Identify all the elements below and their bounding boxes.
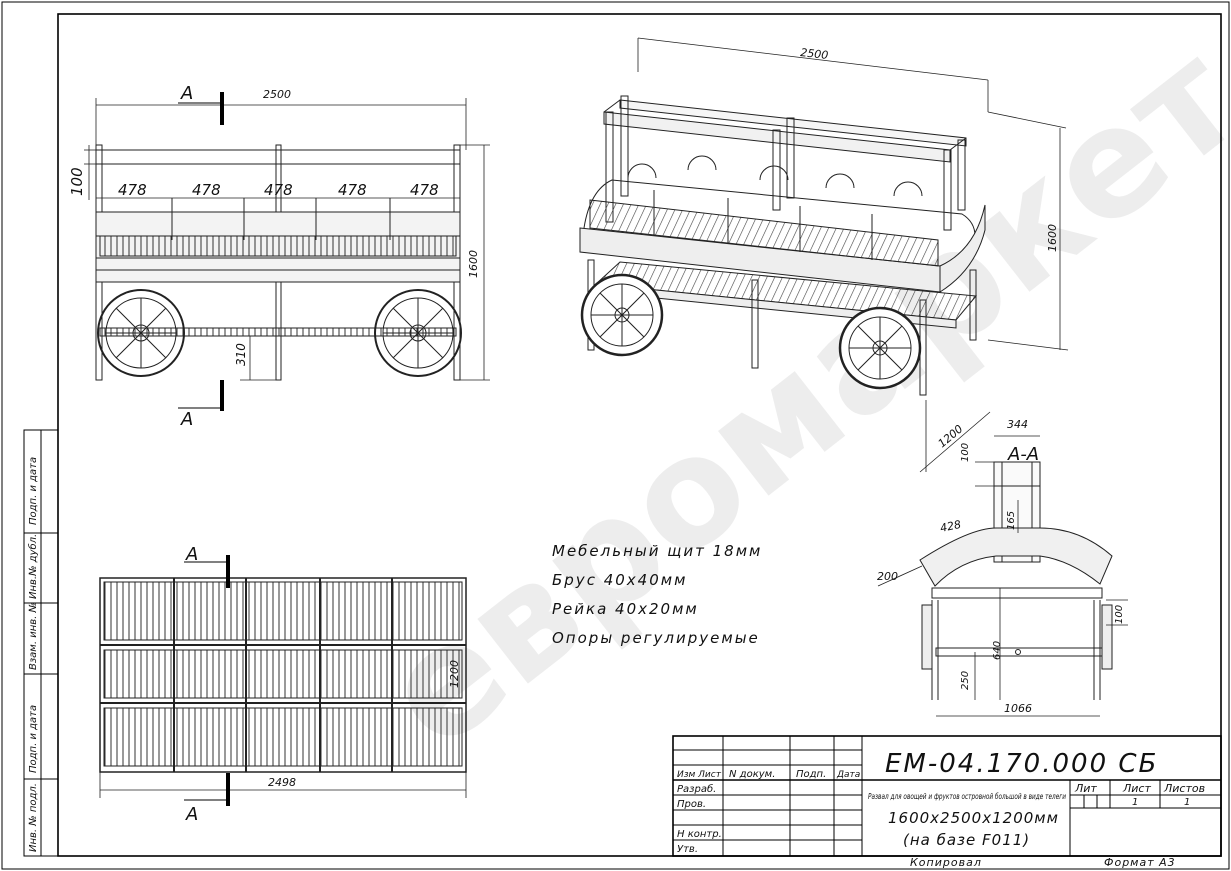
dim-sec-frame: 165 (1006, 511, 1017, 530)
tb-format: Формат А3 (1104, 856, 1176, 869)
dim-bay-2: 478 (192, 181, 221, 199)
tb-lit: Лит (1074, 782, 1097, 795)
tb-copied: Копировал (910, 856, 982, 869)
dim-iso-height: 1600 (1046, 224, 1059, 252)
side-label-3: Взам. инв. № (28, 602, 39, 670)
tb-utv: Утв. (677, 844, 698, 855)
tb-razrab: Разраб. (677, 783, 716, 795)
note-shield: Мебельный щит 18мм (552, 542, 763, 560)
section-letter-bottom: А (180, 409, 193, 430)
side-label-1: Подп. и дата (28, 457, 39, 525)
dim-sec-rim: 100 (1114, 605, 1125, 624)
section-mark-front (178, 92, 224, 411)
section-aa-title: А-А (1007, 444, 1039, 465)
iso-view (579, 37, 1069, 473)
dim-sec-side: 200 (877, 570, 898, 583)
section-letter-top: А (180, 83, 193, 104)
svg-text:евромаркет: евромаркет (353, 12, 1231, 783)
dim-sec-low: 250 (960, 671, 971, 690)
dim-bay-5: 478 (410, 181, 439, 199)
section-letter-plan-bottom: А (185, 804, 198, 825)
tb-listov: Листов (1163, 782, 1205, 795)
technical-notes: Мебельный щит 18мм Брус 40х40мм Рейка 40… (552, 537, 762, 653)
dim-sec-top: 100 (960, 443, 971, 462)
dim-front-clearance: 310 (234, 343, 248, 366)
watermark: евромаркет (353, 12, 1231, 783)
dim-front-width: 2500 (263, 88, 291, 101)
dim-front-height: 1600 (467, 250, 480, 278)
side-label-5: Инв. № подл. (28, 783, 39, 852)
tb-nkontr: Н контр. (677, 829, 722, 840)
tb-base: (на базе F011) (903, 831, 1030, 849)
dim-plan-depth: 1200 (448, 660, 461, 688)
dim-bay-1: 478 (118, 181, 147, 199)
tb-product-name: Развал для овощей и фруктов островной бо… (868, 792, 1066, 801)
dim-sec-base: 1066 (1004, 702, 1032, 715)
tb-prov: Пров. (677, 799, 706, 810)
tb-doc-no: N докум. (729, 769, 775, 780)
dim-front-top: 100 (68, 167, 86, 196)
note-rail: Рейка 40х20мм (552, 600, 699, 618)
tb-list-value: 1 (1132, 797, 1138, 808)
tb-sign: Подп. (796, 769, 826, 780)
tb-designation: ЕМ-04.170.000 СБ (885, 749, 1158, 779)
tb-date: Дата (836, 770, 860, 780)
title-block (672, 735, 1222, 857)
side-label-2: Инв.№ дубл. (27, 534, 39, 599)
section-aa-view (877, 435, 1128, 717)
tb-izm-list: Изм Лист (677, 770, 722, 780)
dim-sec-height: 640 (992, 641, 1003, 660)
plan-view (99, 577, 467, 798)
tb-listov-value: 1 (1184, 797, 1190, 808)
dim-plan-width: 2498 (268, 776, 296, 789)
side-column (23, 429, 59, 857)
front-view (84, 98, 490, 381)
tb-list: Лист (1122, 782, 1151, 795)
dim-iso-width: 2500 (800, 46, 829, 62)
dim-bay-4: 478 (338, 181, 367, 199)
note-beam: Брус 40х40мм (552, 571, 688, 589)
tb-size: 1600х2500х1200мм (888, 809, 1059, 827)
section-mark-plan (184, 555, 230, 806)
side-label-4: Подп. и дата (28, 705, 39, 773)
dim-bay-3: 478 (264, 181, 293, 199)
dim-sec-top-width: 344 (1007, 418, 1028, 431)
note-supports: Опоры регулируемые (552, 629, 760, 647)
section-letter-plan-top: А (185, 544, 198, 565)
dim-sec-tray: 428 (939, 518, 962, 535)
